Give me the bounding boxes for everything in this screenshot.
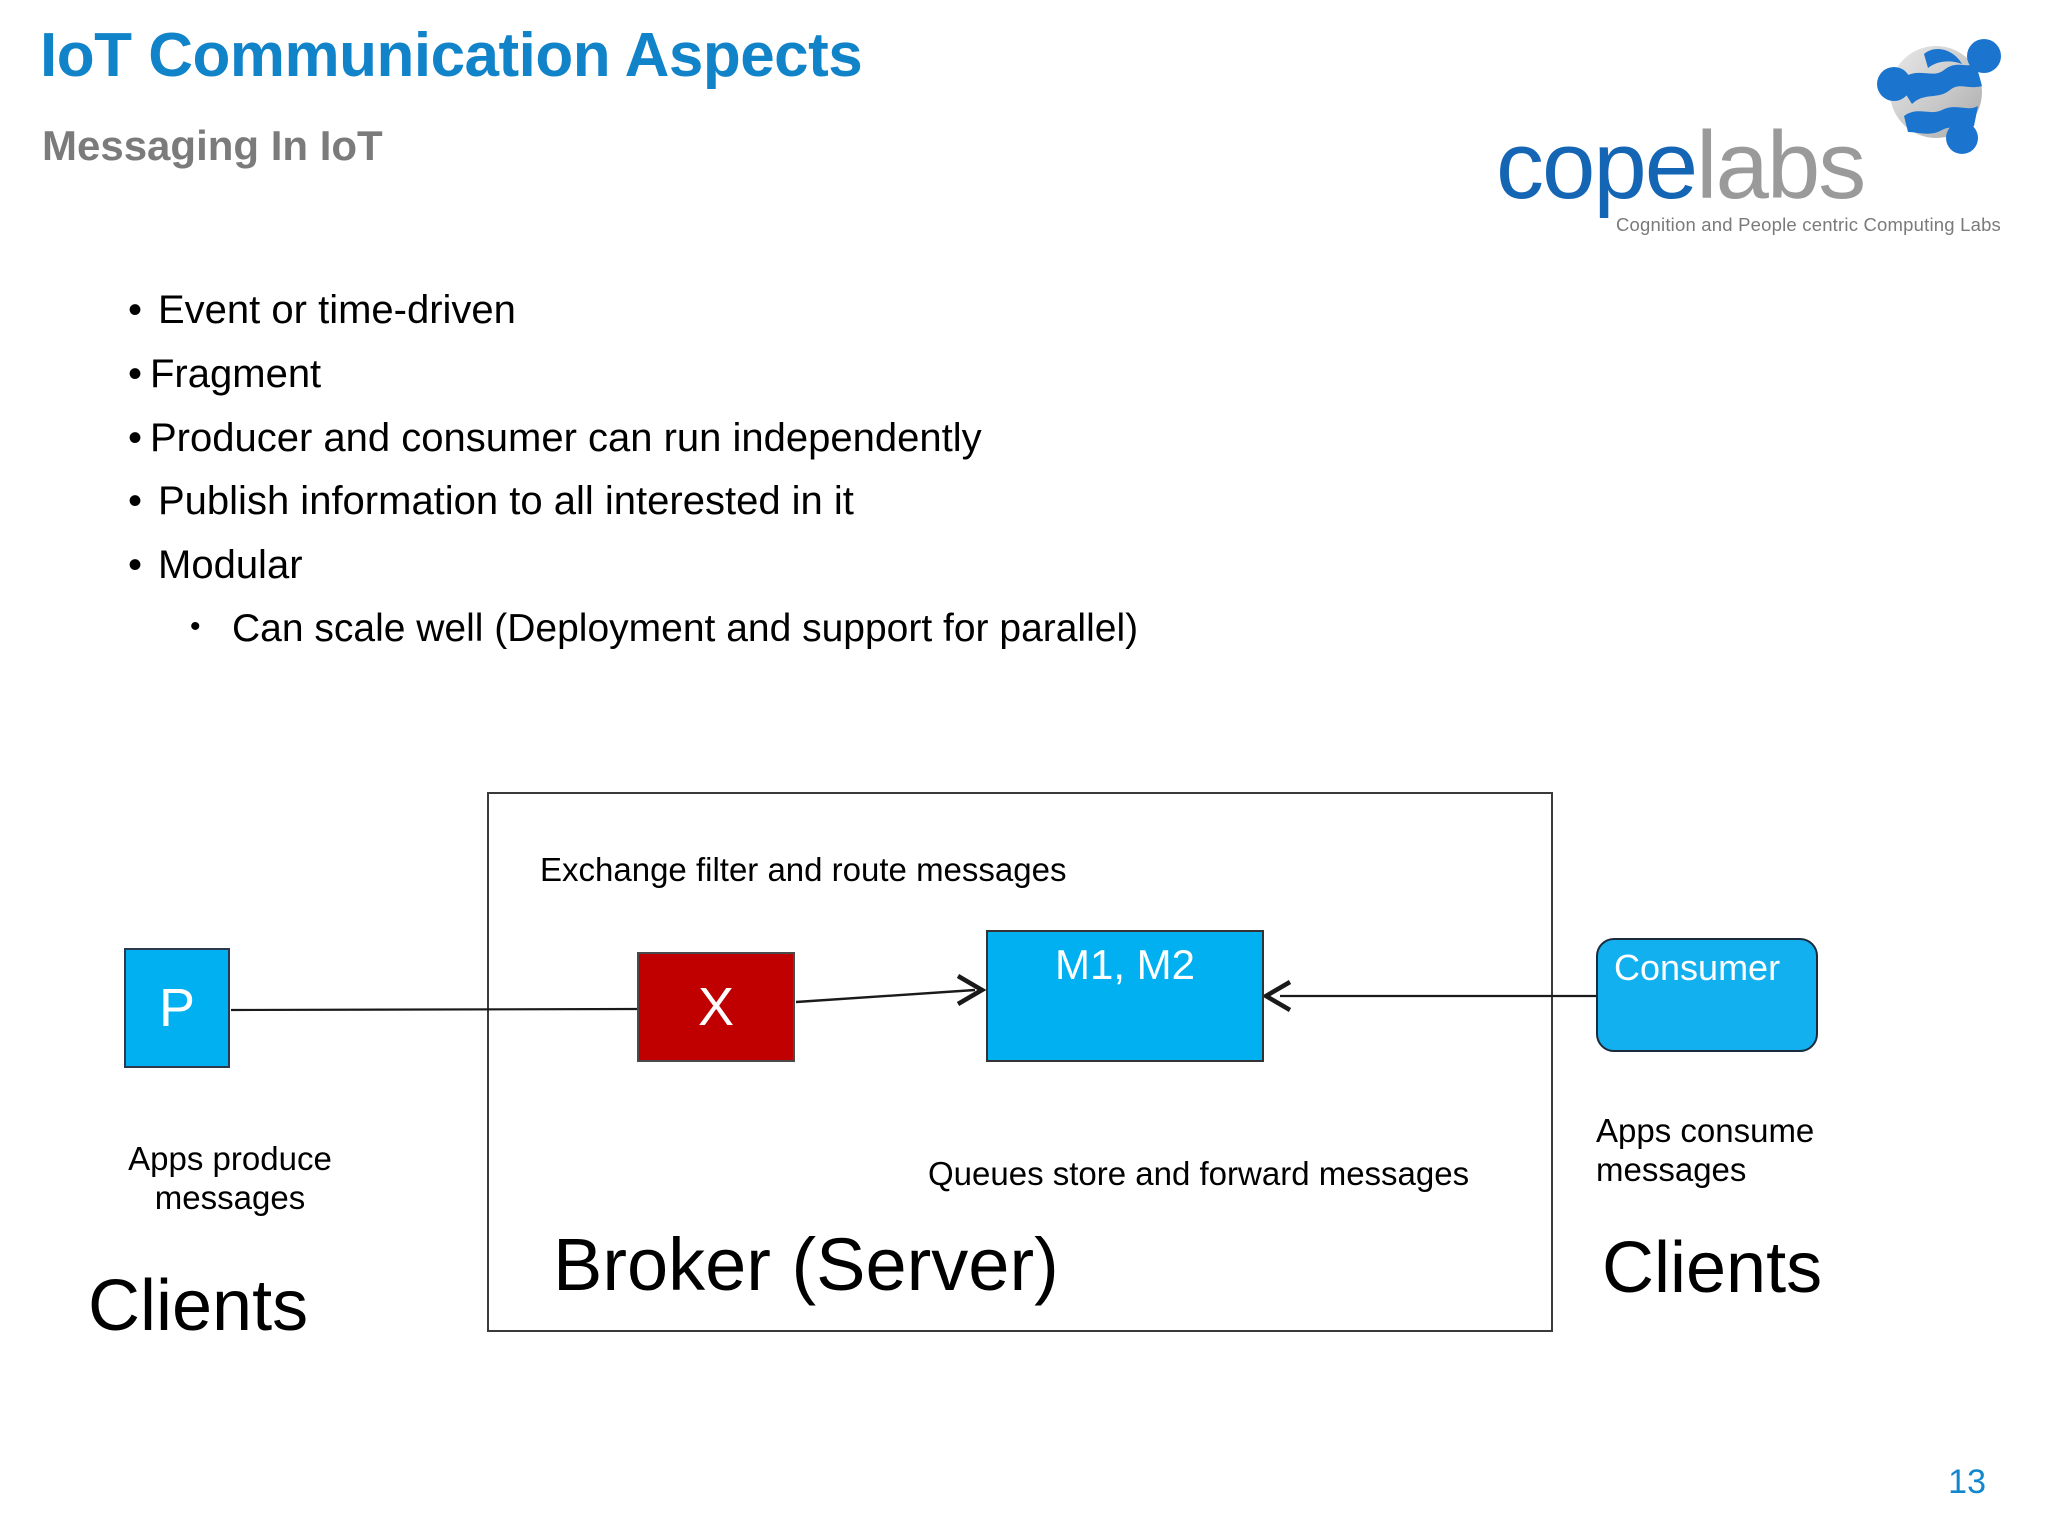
bullet-list: •Event or time-driven •Fragment •Produce… <box>128 288 1628 670</box>
broker-label: Broker (Server) <box>553 1223 1059 1306</box>
list-item-label: Can scale well (Deployment and support f… <box>232 606 1139 650</box>
list-item: • Event or time-driven <box>128 288 1628 333</box>
logo-tagline: Cognition and People centric Computing L… <box>1616 214 2002 235</box>
list-item-label: Modular <box>158 543 303 588</box>
list-item: • Publish information to all interested i… <box>128 479 1628 524</box>
list-item: • Modular <box>128 543 1628 588</box>
list-item-label: Event or time-driven <box>158 288 516 332</box>
produce-caption: Apps produce messages <box>128 1140 332 1216</box>
page-number: 13 <box>1948 1463 1986 1501</box>
page-subtitle: Messaging In IoT <box>42 122 383 169</box>
queues-caption: Queues store and forward messages <box>928 1155 1470 1192</box>
bullet-marker: • <box>128 351 143 396</box>
broker-boundary-box <box>487 792 1553 1332</box>
page-title: IoT Communication Aspects <box>40 21 863 90</box>
consumer-node[interactable]: Consumer <box>1596 938 1818 1052</box>
list-item-label: Producer and consumer can run independen… <box>150 415 982 460</box>
bullet-marker: • <box>128 543 143 588</box>
list-item-label: Fragment <box>150 351 322 396</box>
exchange-caption: Exchange filter and route messages <box>540 851 1067 888</box>
list-item-sub: • Can scale well (Deployment and support … <box>128 607 1628 651</box>
clients-left-label: Clients <box>88 1266 309 1346</box>
logo-wordmark: copelabs <box>1496 118 1866 214</box>
list-item: •Producer and consumer can run independe… <box>128 416 1628 461</box>
bullet-marker: • <box>128 288 143 332</box>
bullet-marker: • <box>128 479 143 524</box>
list-item: •Fragment <box>128 352 1628 397</box>
producer-node[interactable]: P <box>124 948 230 1068</box>
copelabs-people-sphere-icon <box>1858 20 2008 170</box>
list-item-label: Publish information to all interested in… <box>158 479 854 524</box>
exchange-node[interactable]: X <box>637 952 795 1062</box>
bullet-marker: • <box>190 609 201 643</box>
clients-right-label: Clients <box>1602 1228 1823 1308</box>
consume-caption: Apps consume messages <box>1596 1112 1815 1188</box>
copelabs-logo: copelabs Cognition and People centric Co… <box>1486 18 2006 238</box>
queue-node[interactable]: M1, M2 <box>986 930 1264 1062</box>
logo-word-labs: labs <box>1696 112 1866 219</box>
bullet-marker: • <box>128 415 143 460</box>
logo-word-cope: cope <box>1496 112 1698 219</box>
